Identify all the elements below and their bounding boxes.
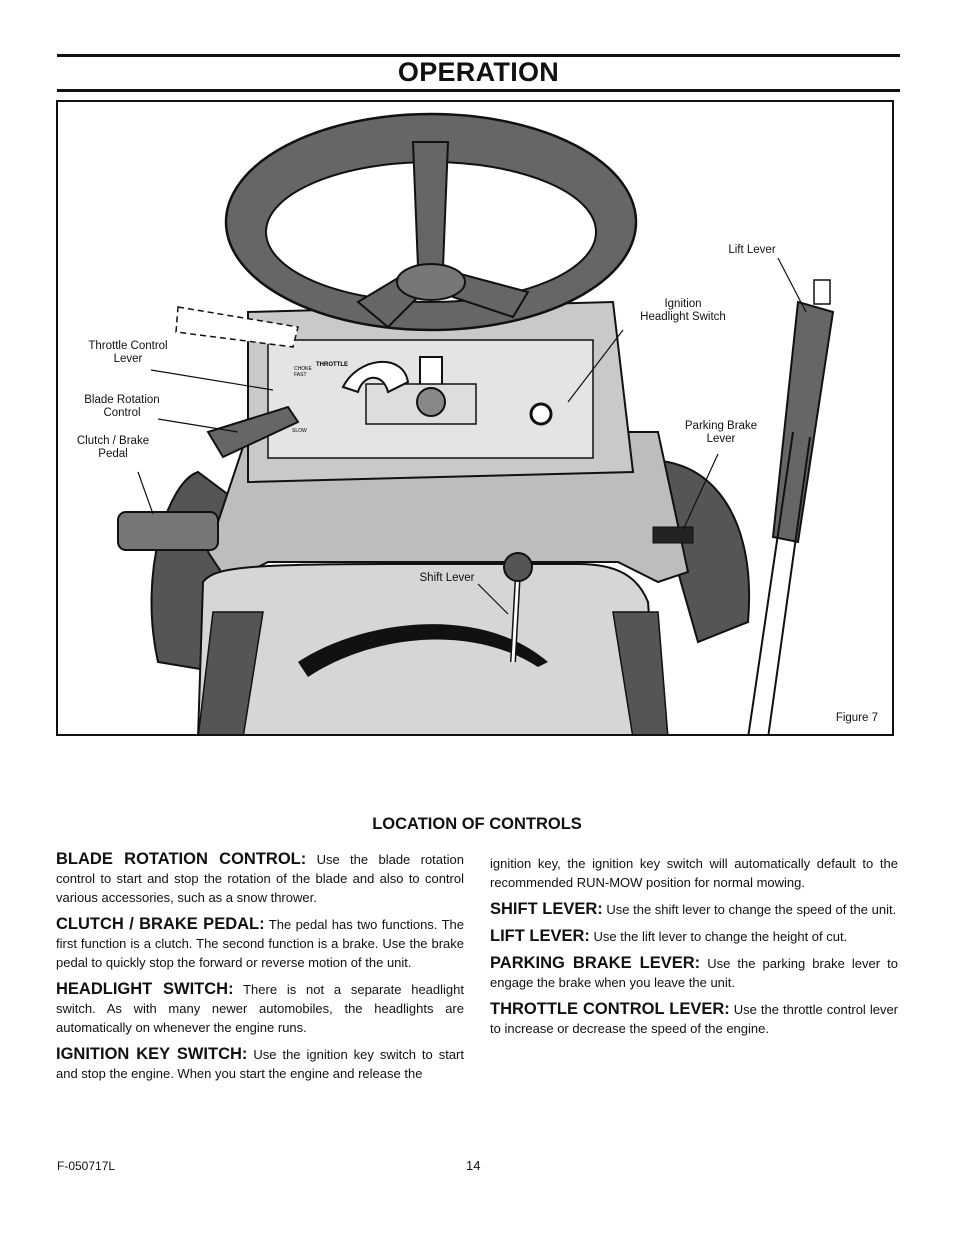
shift-slot (298, 624, 548, 677)
right-column: ignition key, the ignition key switch wi… (490, 850, 898, 1046)
paragraph-lift-lever: LIFT LEVER: Use the lift lever to change… (490, 927, 848, 945)
page-number: 14 (466, 1158, 481, 1173)
paragraph-parking-brake: PARKING BRAKE LEVER: Use the parking bra… (490, 954, 898, 990)
panel-label-choke: CHOKE (294, 366, 312, 372)
paragraph-headlight: HEADLIGHT SWITCH: There is not a separat… (56, 980, 464, 1035)
tractor-illustration: THROTTLE CHOKE FAST SLOW (117, 112, 835, 734)
paragraph-blade-rotation: BLADE ROTATION CONTROL: Use the blade ro… (56, 850, 464, 905)
seat (197, 562, 659, 734)
document-code: F-050717L (57, 1159, 116, 1173)
throttle-lever (206, 405, 300, 459)
section-heading: LOCATION OF CONTROLS (372, 815, 582, 833)
tractor-controls-figure: THROTTLE CHOKE FAST SLOW Throttle Contro… (56, 100, 894, 736)
callout-shift-lever: Shift Lever (419, 572, 475, 584)
panel-label-throttle: THROTTLE (316, 362, 348, 368)
shift-knob (503, 552, 533, 582)
callout-parking-brake-lever: Parking Brake Lever (684, 420, 758, 445)
callout-clutch-brake-pedal: Clutch / Brake Pedal (76, 435, 150, 460)
ignition-switch (529, 402, 553, 426)
header-rule-bottom (57, 89, 900, 92)
lift-lever (771, 300, 835, 544)
figure-label: Figure 7 (835, 712, 878, 724)
paragraph-shift-lever: SHIFT LEVER: Use the shift lever to chan… (490, 900, 897, 918)
callout-blade-rotation-control: Blade Rotation Control (84, 394, 160, 419)
paragraph-ignition-key: IGNITION KEY SWITCH: Use the ignition ke… (56, 1045, 464, 1081)
callout-lift-lever: Lift Lever (728, 244, 776, 256)
callout-ignition-headlight-switch: Ignition Headlight Switch (640, 298, 726, 323)
paragraph-clutch-brake: CLUTCH / BRAKE PEDAL: The pedal has two … (56, 915, 464, 970)
panel-label-slow: SLOW (292, 428, 307, 434)
panel-label-fast: FAST (294, 372, 307, 378)
callout-throttle-control-lever: Throttle Control Lever (88, 340, 168, 365)
paragraph-throttle-control: THROTTLE CONTROL LEVER: Use the throttle… (490, 1000, 899, 1036)
page-title: OPERATION (397, 57, 560, 87)
left-column: BLADE ROTATION CONTROL: Use the blade ro… (56, 850, 464, 1091)
header-rule-top (57, 54, 900, 57)
clutch-pedal (117, 511, 219, 551)
parking-brake-lever (652, 526, 694, 544)
paragraph-ignition-continued: ignition key, the ignition key switch wi… (490, 856, 898, 890)
